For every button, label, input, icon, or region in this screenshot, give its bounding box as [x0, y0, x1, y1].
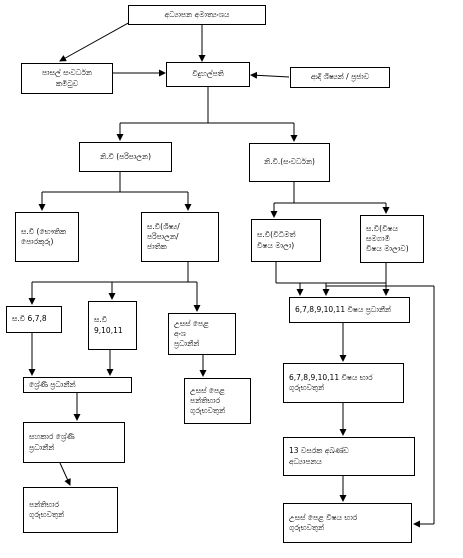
node-grade-heads-label: ශ්‍රේණි ප්‍රධානීන්: [29, 379, 76, 389]
node-old-students-community: ආදි ශිෂ්‍යන් / ප්‍රජාව: [290, 67, 390, 88]
node-ap-91011: ස.වි 9,10,11: [88, 301, 137, 350]
node-ap-subject-streams-label: ස.වි(විධිමත් විෂය මාලා): [257, 230, 296, 250]
node-class-teachers: පන්තිභාර ගුරුභවතුන්: [23, 487, 118, 533]
node-ap-student-admin-label: ස.වි(ශිෂ්‍ය/ පරිපාලන/ ජාතික: [147, 221, 180, 252]
node-old-students-community-label: ආදි ශිෂ්‍යන් / ප්‍රජාව: [310, 72, 370, 82]
node-thirteen-year-edu: 13 වසරක අඛණ්ඩ අධ්‍යාපනය: [283, 437, 415, 476]
node-dp-admin-label: නි.වි (පරිපාලන): [99, 151, 152, 161]
node-ap-subject-streams: ස.වි(විධිමත් විෂය මාලා): [251, 219, 321, 262]
node-ap-678-label: ස.වි 6,7,8: [12, 314, 47, 324]
node-class-teachers-label: පන්තිභාර ගුරුභවතුන්: [29, 499, 65, 519]
node-subject-teachers-6-11-label: 6,7,8,9,10,11 විෂය භාර ගුරුභවතුන්: [289, 372, 373, 392]
node-school-dev-committee-label: පාසල් සංවර්ධන කමිටුව: [42, 68, 92, 88]
node-principal: විදුහල්පති: [166, 62, 250, 87]
node-ministry: අධ්‍යාපන අමාත්‍යංශය: [128, 5, 266, 25]
node-ministry-label: අධ්‍යාපන අමාත්‍යංශය: [164, 9, 230, 19]
node-ap-co-subjects-label: ස.වි(විෂය සමගාමී විෂය මාලාව): [366, 223, 409, 254]
arrow-assistant-to-class-teachers: [59, 462, 71, 486]
node-school-dev-committee: පාසල් සංවර්ධන කමිටුව: [21, 63, 113, 94]
node-al-subject-teachers: උසස් පෙළ විෂය භාර ගුරුභවතුන්: [283, 503, 412, 543]
arrow-ministry-to-committee: [59, 20, 133, 62]
node-subject-heads-6-11-label: 6,7,8,9,10,11 විෂය ප්‍රධානීන්: [295, 304, 392, 314]
node-subject-heads-6-11: 6,7,8,9,10,11 විෂය ප්‍රධානීන්: [289, 297, 410, 323]
node-subject-teachers-6-11: 6,7,8,9,10,11 විෂය භාර ගුරුභවතුන්: [283, 363, 404, 403]
node-principal-label: විදුහල්පති: [192, 69, 224, 79]
node-ap-678: ස.වි 6,7,8: [6, 306, 62, 333]
node-dp-development: නි.වි.(සංවර්ධන): [249, 143, 330, 182]
node-al-section-heads: උසස් පෙළ අංශ ප්‍රධානීන්: [168, 313, 236, 355]
node-assistant-grade-heads-label: සහකාර ශ්‍රේණි ප්‍රධානීන්: [29, 432, 75, 452]
node-grade-heads: ශ්‍රේණි ප්‍රධානීන්: [23, 377, 132, 393]
node-ap-student-admin: ස.වි(ශිෂ්‍ය/ පරිපාලන/ ජාතික: [141, 212, 219, 262]
node-ap-91011-label: ස.වි 9,10,11: [94, 315, 123, 335]
node-al-class-teachers-label: උසස් පෙළ පන්තිභාර ගුරුභවතුන්: [190, 385, 226, 416]
node-dp-development-label: නි.වි.(සංවර්ධන): [264, 157, 315, 167]
node-al-section-heads-label: උසස් පෙළ අංශ ප්‍රධානීන්: [174, 318, 209, 349]
node-al-subject-teachers-label: උසස් පෙළ විෂය භාර ගුරුභවතුන්: [289, 512, 358, 532]
node-ap-physical-label: ස.වි (භෞතික පොරකුරු): [21, 226, 67, 246]
node-ap-co-subjects: ස.වි(විෂය සමගාමී විෂය මාලාව): [360, 215, 424, 263]
node-ap-physical: ස.වි (භෞතික පොරකුරු): [15, 212, 79, 262]
node-thirteen-year-edu-label: 13 වසරක අඛණ්ඩ අධ්‍යාපනය: [289, 446, 349, 466]
node-dp-admin: නි.වි (පරිපාලන): [79, 142, 172, 172]
arrow-community-to-principal: [250, 71, 290, 79]
node-assistant-grade-heads: සහකාර ශ්‍රේණි ප්‍රධානීන්: [23, 422, 125, 463]
node-al-class-teachers: උසස් පෙළ පන්තිභාර ගුරුභවතුන්: [184, 378, 251, 424]
